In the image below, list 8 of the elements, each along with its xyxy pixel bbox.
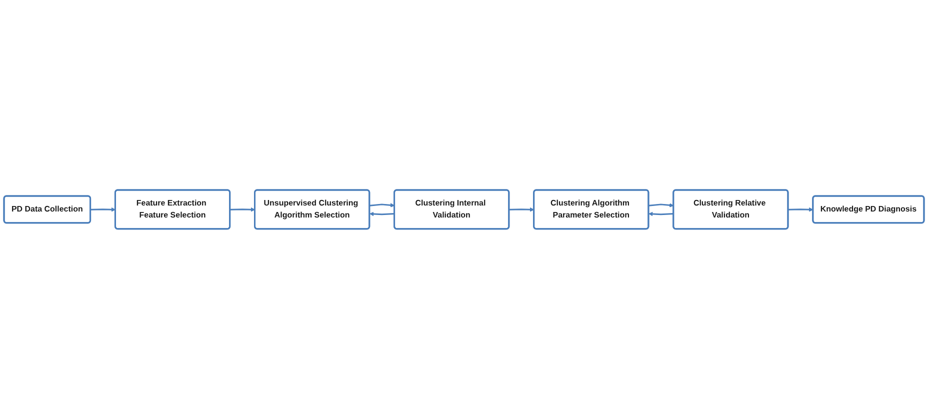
arrow (509, 207, 534, 212)
arrow (369, 212, 395, 216)
arrow (648, 203, 674, 208)
arrow (370, 203, 395, 208)
arrow (648, 212, 674, 216)
arrow (90, 207, 116, 212)
arrow (230, 207, 256, 212)
arrow (788, 207, 814, 212)
